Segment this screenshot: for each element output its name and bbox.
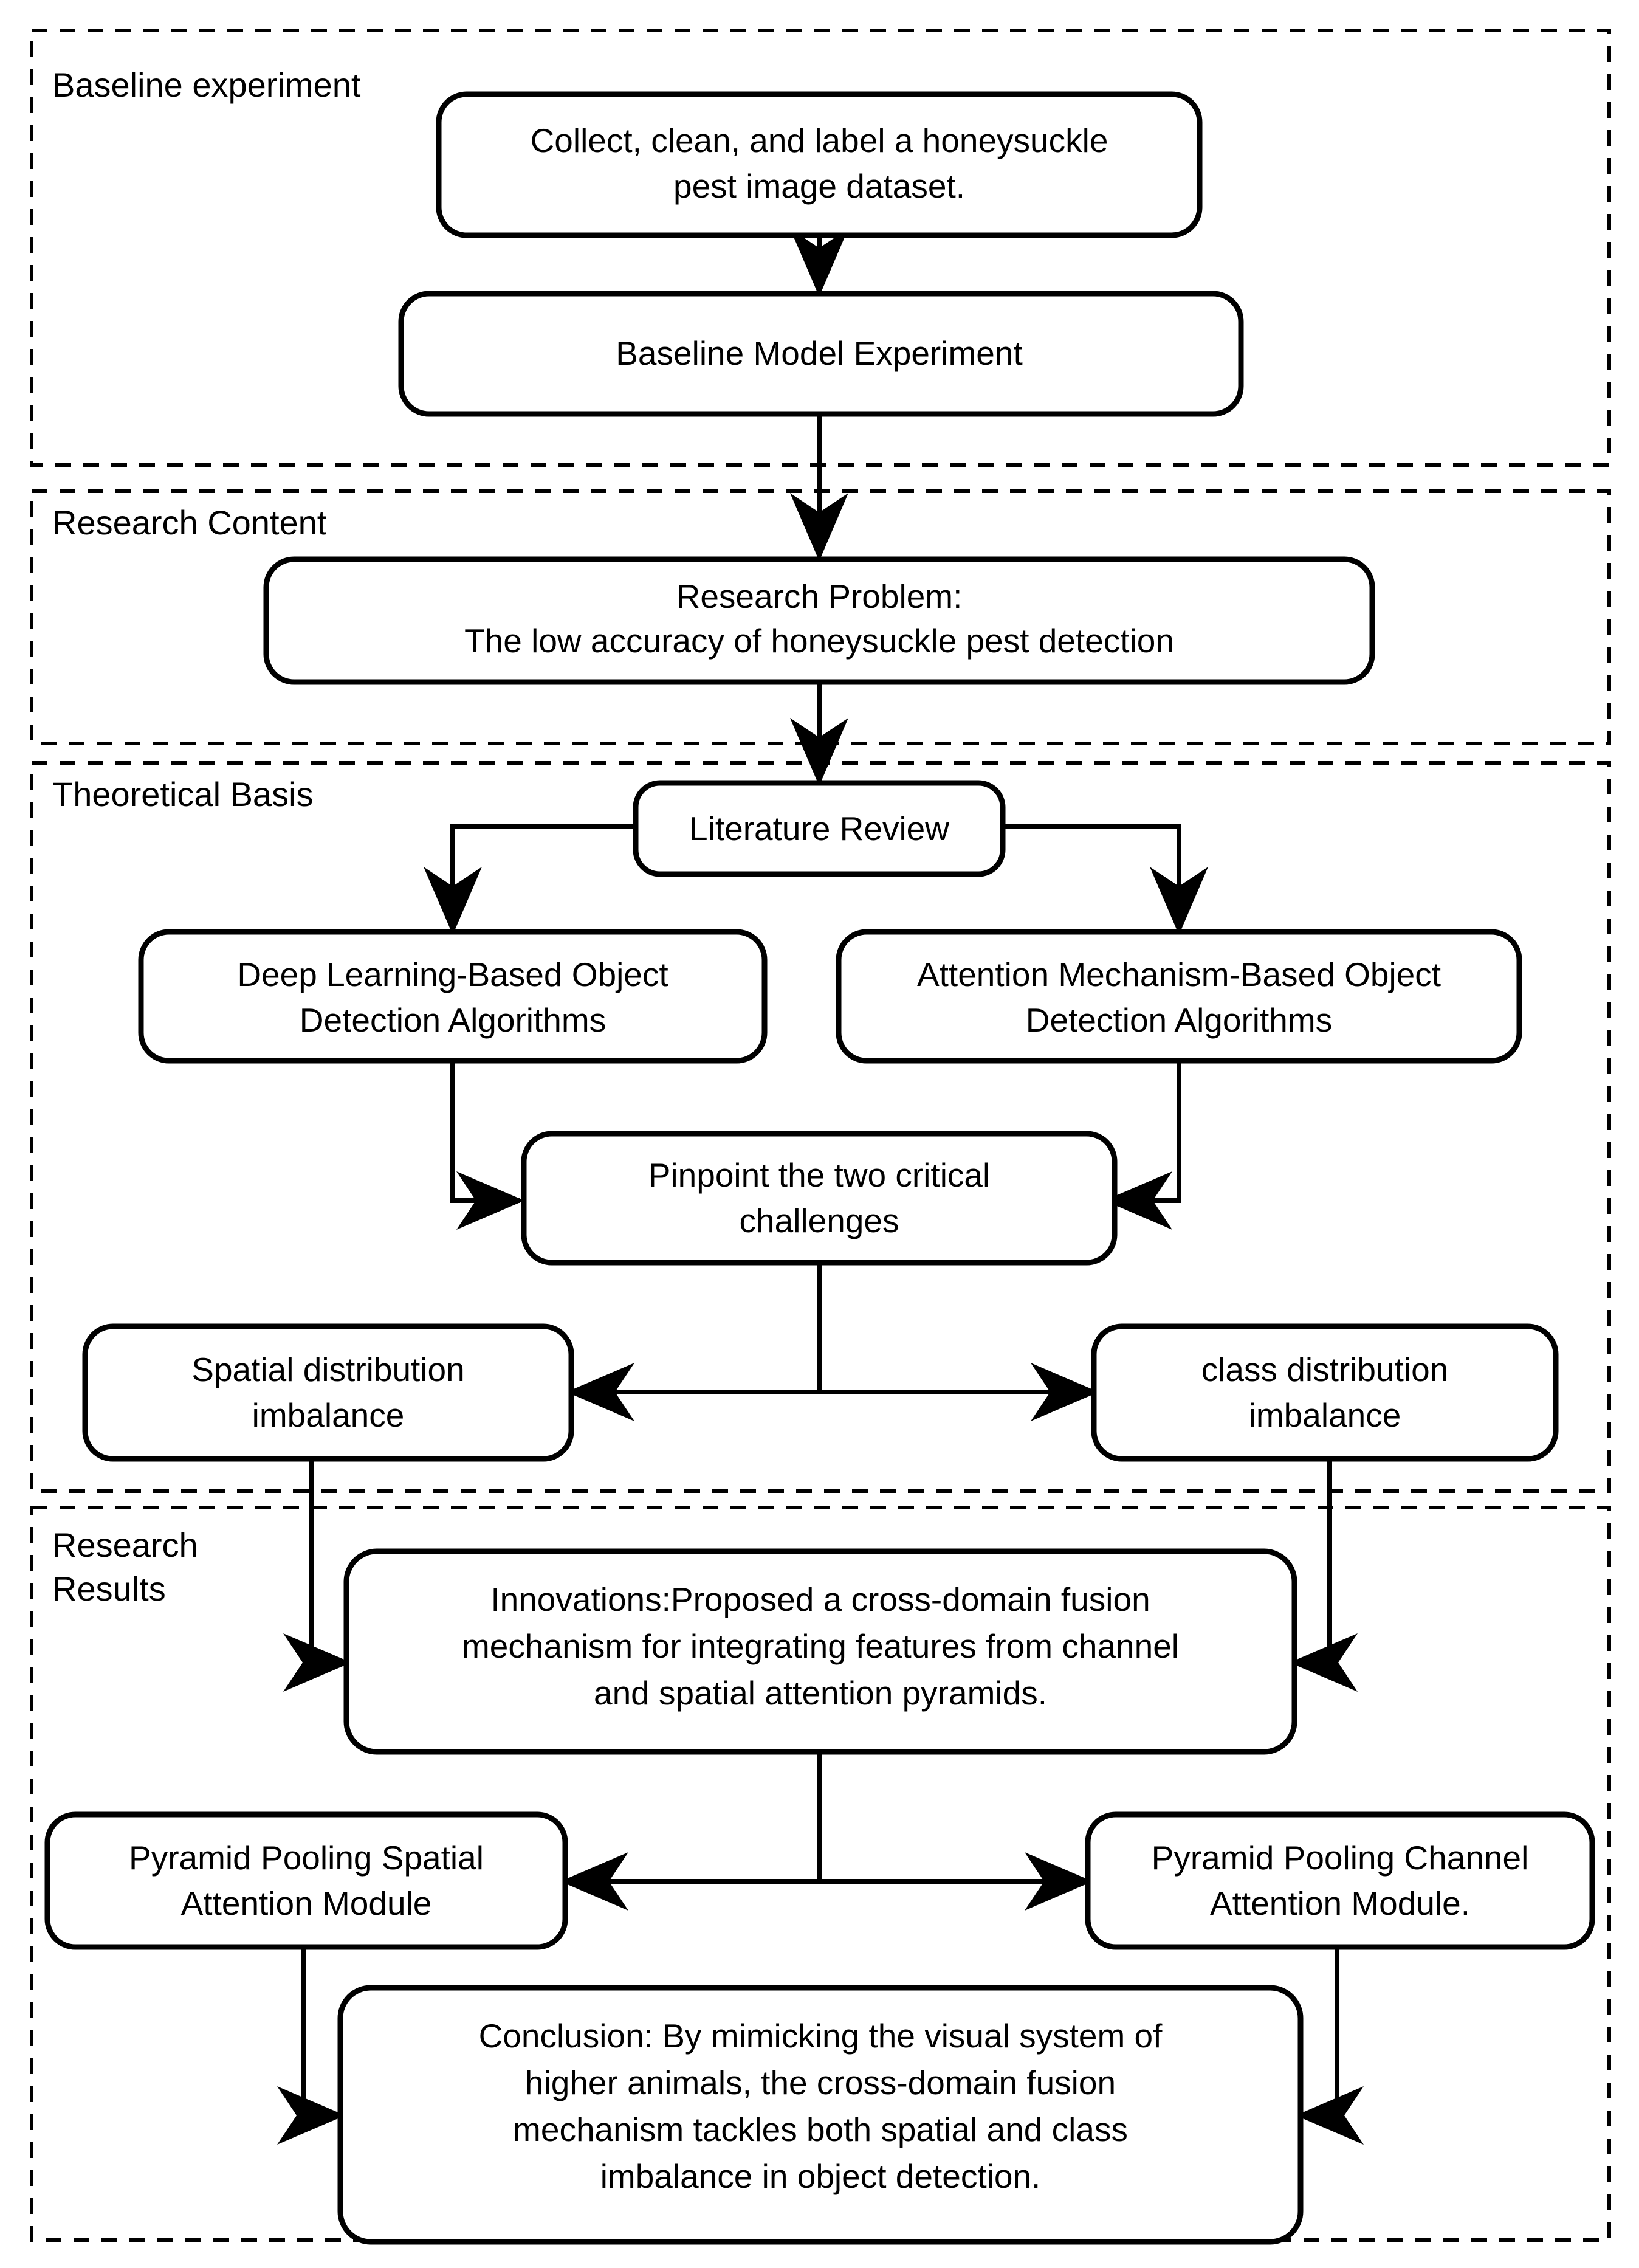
node-pinpoint-challenges-line2: challenges [740,1202,899,1239]
node-conclusion-line1: Conclusion: By mimicking the visual syst… [479,2017,1163,2055]
node-research-problem-line1: Research Problem: [676,577,963,615]
node-collect-dataset-line1: Collect, clean, and label a honeysuckle [531,122,1108,159]
node-deep-learning-algorithms-line1: Deep Learning-Based Object [237,956,668,993]
node-innovations-line2: mechanism for integrating features from … [462,1627,1179,1665]
node-conclusion-line4: imbalance in object detection. [600,2157,1041,2195]
node-spatial-distribution-imbalance-line2: imbalance [252,1396,405,1434]
node-pyramid-pooling-spatial-line1: Pyramid Pooling Spatial [129,1839,484,1877]
edge-channel-module-to-conclusion [1296,1945,1364,2145]
section-label-theoretical-basis: Theoretical Basis [52,775,314,813]
node-pyramid-pooling-channel-line2: Attention Module. [1210,1884,1470,1922]
node-innovations-line1: Innovations:Proposed a cross-domain fusi… [490,1580,1150,1618]
node-pyramid-pooling-spatial-line2: Attention Module [181,1884,432,1922]
node-deep-learning-algorithms[interactable]: Deep Learning-Based Object Detection Alg… [138,929,768,1064]
node-deep-learning-algorithms-line2: Detection Algorithms [300,1001,606,1039]
node-spatial-distribution-imbalance-line1: Spatial distribution [191,1351,464,1388]
node-class-distribution-imbalance-line2: imbalance [1249,1396,1401,1434]
node-collect-dataset[interactable]: Collect, clean, and label a honeysuckle … [436,91,1203,238]
node-literature-review-label: Literature Review [689,810,949,847]
section-label-research-results-line2: Results [52,1570,166,1608]
node-collect-dataset-line2: pest image dataset. [673,167,965,205]
edge-class-to-innovations [1290,1459,1358,1692]
node-literature-review[interactable]: Literature Review [633,780,1006,877]
node-spatial-distribution-imbalance[interactable]: Spatial distribution imbalance [82,1323,574,1462]
node-attention-mechanism-algorithms-line1: Attention Mechanism-Based Object [917,956,1441,993]
node-class-distribution-imbalance-line1: class distribution [1201,1351,1449,1388]
node-attention-mechanism-algorithms-line2: Detection Algorithms [1026,1001,1332,1039]
node-pyramid-pooling-channel-line1: Pyramid Pooling Channel [1152,1839,1529,1877]
edge-deeplearning-to-pinpoint [450,1061,524,1230]
section-frame-research-results [30,1506,1611,2242]
edge-attention-to-pinpoint [1104,1061,1181,1230]
node-conclusion-line3: mechanism tackles both spatial and class [513,2111,1128,2148]
node-research-problem-line2: The low accuracy of honeysuckle pest det… [464,622,1174,660]
node-innovations[interactable]: Innovations:Proposed a cross-domain fusi… [343,1548,1297,1755]
edge-spatial-to-innovations [283,1459,351,1692]
node-pinpoint-challenges[interactable]: Pinpoint the two critical challenges [521,1131,1118,1266]
node-baseline-model-experiment[interactable]: Baseline Model Experiment [398,291,1244,417]
node-conclusion[interactable]: Conclusion: By mimicking the visual syst… [337,1985,1304,2245]
edge-spatial-module-to-conclusion [277,1945,345,2145]
edge-literature-to-deeplearning [424,824,637,935]
node-pyramid-pooling-spatial[interactable]: Pyramid Pooling Spatial Attention Module [44,1811,568,1950]
node-pinpoint-challenges-line1: Pinpoint the two critical [648,1156,991,1194]
section-label-baseline: Baseline experiment [52,66,361,104]
node-class-distribution-imbalance[interactable]: class distribution imbalance [1091,1323,1559,1462]
node-innovations-line3: and spatial attention pyramids. [594,1674,1047,1712]
section-label-research-results-line1: Research [52,1526,198,1564]
node-attention-mechanism-algorithms[interactable]: Attention Mechanism-Based Object Detecti… [836,929,1522,1064]
section-label-research-content: Research Content [52,503,327,542]
node-baseline-model-experiment-label: Baseline Model Experiment [616,334,1023,372]
node-conclusion-line2: higher animals, the cross-domain fusion [525,2064,1116,2101]
section-label-research-results: Research Results [52,1526,198,1608]
node-pyramid-pooling-channel[interactable]: Pyramid Pooling Channel Attention Module… [1085,1811,1595,1950]
node-research-problem[interactable]: Research Problem: The low accuracy of ho… [263,556,1375,685]
edge-literature-to-attention [1002,824,1208,935]
